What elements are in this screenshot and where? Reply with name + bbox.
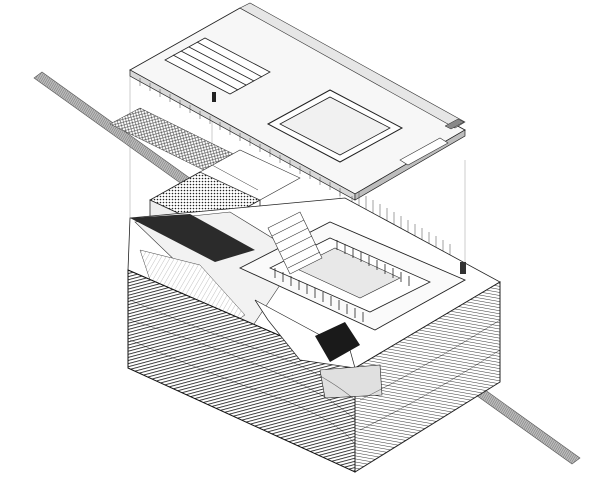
terrain-contours <box>129 299 501 446</box>
roof-slab <box>129 2 466 201</box>
stair <box>267 211 323 275</box>
slab-fringe <box>139 78 341 196</box>
colonnade <box>274 240 410 322</box>
courtyard-structure <box>238 211 467 331</box>
roof-courtyard-opening <box>266 89 404 163</box>
roof-skylight-ribs <box>164 37 271 95</box>
